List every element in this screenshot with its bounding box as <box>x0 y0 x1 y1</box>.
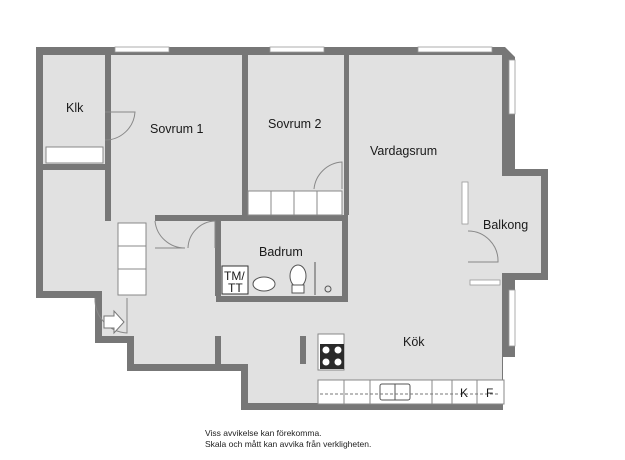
freezer-label: F <box>486 386 493 400</box>
room-label-badrum: Badrum <box>259 245 303 259</box>
washer-dryer <box>221 265 249 295</box>
washer-dryer-label-top: TM/ <box>224 269 245 283</box>
washer-dryer-label-bottom: TT <box>228 281 243 295</box>
floor-drain-icon <box>324 285 332 293</box>
door-swings <box>94 111 499 334</box>
room-label-sovrum2: Sovrum 2 <box>268 117 322 131</box>
disclaimer-line-2: Skala och mått kan avvika från verklighe… <box>205 439 372 449</box>
disclaimer-line-1: Viss avvikelse kan förekomma. <box>205 428 322 438</box>
room-label-balkong: Balkong <box>483 218 528 232</box>
room-label-klk: Klk <box>66 101 84 115</box>
room-label-sovrum1: Sovrum 1 <box>150 122 204 136</box>
windows <box>114 46 516 347</box>
kitchen-counter-bottom <box>317 379 505 405</box>
room-hall-kok <box>43 170 502 403</box>
room-sovrum1 <box>111 55 242 215</box>
sink-icon <box>252 276 276 292</box>
room-klk <box>43 55 105 164</box>
room-label-vardagsrum: Vardagsrum <box>370 144 437 158</box>
wardrobe-row <box>247 190 343 216</box>
toilet-icon <box>289 264 307 288</box>
entrance-arrow-icon <box>103 309 125 335</box>
hall-wardrobe <box>117 222 147 296</box>
fridge-label: K <box>460 386 468 400</box>
room-label-kok: Kök <box>403 335 425 349</box>
klk-shelf <box>45 146 104 164</box>
